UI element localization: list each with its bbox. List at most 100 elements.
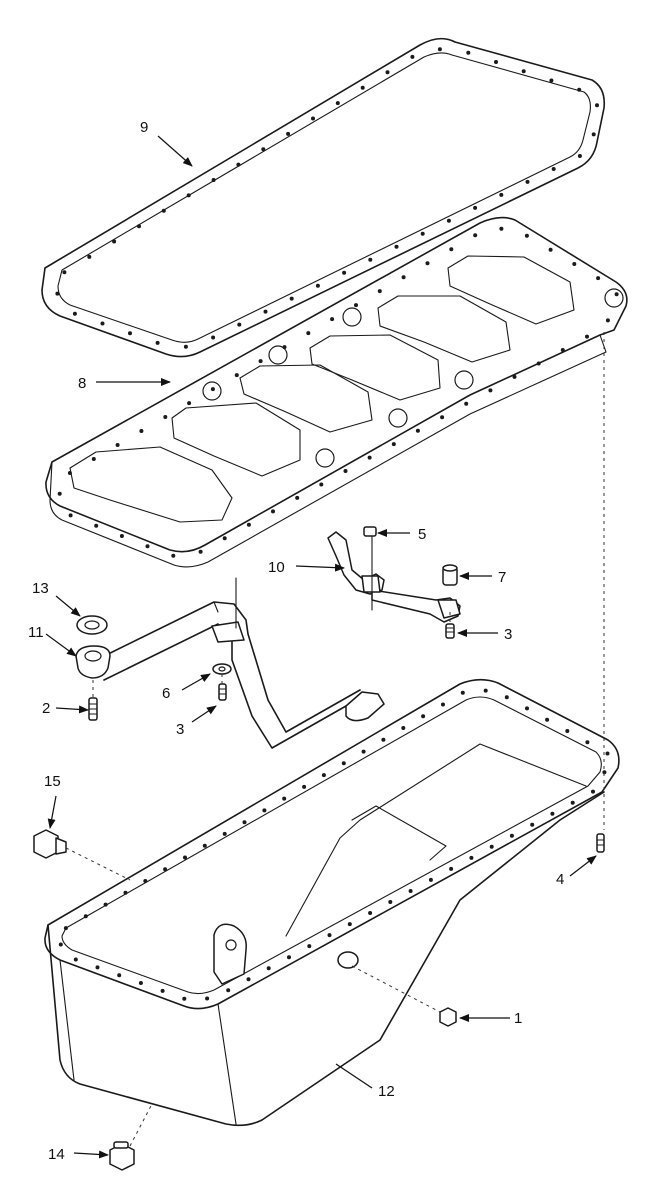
- bolt-hole: [63, 926, 68, 931]
- bolt-hole: [246, 522, 251, 527]
- bolt-hole: [343, 469, 348, 473]
- bolt-hole: [549, 78, 554, 83]
- bolt-hole: [550, 811, 555, 816]
- bolt-hole: [315, 283, 320, 288]
- bolt-hole: [572, 262, 577, 266]
- bolt-hole: [614, 292, 619, 297]
- bolt-hole: [509, 833, 514, 838]
- part-3-bolt-tube: [218, 683, 227, 701]
- part-8-spacer-plate: [45, 216, 628, 568]
- oil-pickup-tube: [95, 577, 385, 749]
- bolt-hole: [187, 401, 192, 406]
- bolt-hole: [425, 261, 430, 266]
- bolt-hole: [460, 690, 465, 695]
- bolt-hole: [394, 244, 399, 249]
- bolt-hole: [263, 309, 268, 314]
- bolt-hole: [440, 415, 445, 420]
- bolt-hole: [266, 966, 271, 971]
- callout-3-tube: 3: [176, 721, 184, 738]
- bolt-hole: [289, 296, 294, 301]
- bolt-hole: [437, 47, 442, 52]
- bolt-hole: [287, 955, 291, 960]
- bolt-hole: [103, 902, 108, 907]
- bolt-hole: [504, 695, 509, 700]
- leader-lines: [45, 135, 597, 1159]
- bolt-hole: [420, 231, 425, 236]
- bolt-hole: [222, 536, 227, 541]
- bolt-hole: [560, 348, 565, 352]
- bolt-hole: [202, 843, 207, 848]
- bolt-hole: [139, 429, 144, 433]
- bolt-hole: [226, 988, 231, 993]
- bolt-hole: [119, 534, 124, 538]
- bolt-hole: [183, 344, 188, 349]
- bolt-hole: [464, 401, 469, 406]
- bolt-hole: [591, 789, 595, 794]
- bolt-hole: [234, 373, 239, 378]
- bolt-hole: [282, 796, 287, 801]
- bolt-hole: [163, 415, 168, 419]
- bolt-hole: [499, 192, 504, 197]
- bolt-hole: [138, 981, 143, 985]
- bolt-hole: [128, 331, 132, 336]
- bolt-hole: [342, 270, 347, 275]
- bolt-hole: [100, 321, 105, 326]
- part-4-bolt: [596, 833, 605, 853]
- bolt-hole: [408, 889, 413, 893]
- part-13-tube-gasket: [76, 615, 108, 635]
- bolt-hole: [530, 822, 535, 827]
- bolt-hole: [483, 688, 488, 693]
- bolt-hole: [237, 322, 242, 327]
- bolt-hole: [258, 359, 263, 364]
- bolt-hole: [489, 844, 494, 849]
- part-10-bracket: [327, 531, 461, 623]
- callout-labels: 9 8 5 10 7 3 13 11 2 6 3 15 4 1 12 14: [28, 119, 564, 1163]
- part-11-tube-flange: [75, 645, 111, 679]
- bolt-hole: [391, 442, 396, 447]
- callout-6: 6: [162, 685, 170, 702]
- bolt-hole: [605, 751, 610, 756]
- bolt-hole: [494, 60, 498, 64]
- bolt-hole: [473, 233, 478, 238]
- bolt-hole: [155, 340, 160, 345]
- bolt-hole: [488, 388, 493, 393]
- part-6-washer: [212, 663, 232, 675]
- bolt-hole: [368, 257, 373, 262]
- bolt-hole: [410, 54, 415, 59]
- bolt-hole: [327, 933, 332, 938]
- bolt-hole: [577, 154, 582, 158]
- bolt-hole: [525, 179, 530, 184]
- bolt-hole: [551, 167, 556, 171]
- bolt-hole: [441, 702, 445, 707]
- callout-10: 10: [268, 559, 285, 576]
- bolt-hole: [381, 737, 386, 742]
- bolt-hole: [160, 988, 165, 993]
- bolt-hole: [341, 761, 346, 766]
- bolt-hole: [473, 205, 478, 210]
- bolt-hole: [565, 729, 570, 733]
- bolt-hole: [262, 808, 267, 813]
- callout-14: 14: [48, 1146, 65, 1163]
- bolt-hole: [525, 706, 529, 711]
- bolt-hole: [466, 50, 471, 55]
- bolt-hole: [72, 311, 77, 316]
- bolt-hole: [335, 101, 340, 106]
- bolt-hole: [67, 471, 72, 475]
- bolt-hole: [377, 289, 382, 294]
- bolt-hole: [87, 254, 92, 259]
- bolt-hole: [605, 318, 610, 323]
- bolt-hole: [354, 303, 358, 308]
- bolt-hole: [186, 193, 191, 198]
- bolt-hole: [585, 740, 590, 745]
- callout-3-bracket: 3: [504, 626, 512, 643]
- bolt-hole: [499, 226, 504, 231]
- bolt-hole: [183, 855, 187, 860]
- bolt-hole: [570, 800, 575, 805]
- bolt-hole: [311, 116, 315, 121]
- bolt-hole: [347, 922, 352, 927]
- bolt-hole: [211, 178, 216, 182]
- bolt-hole: [595, 103, 599, 108]
- bolt-hole: [210, 387, 215, 392]
- bolt-hole: [123, 890, 128, 895]
